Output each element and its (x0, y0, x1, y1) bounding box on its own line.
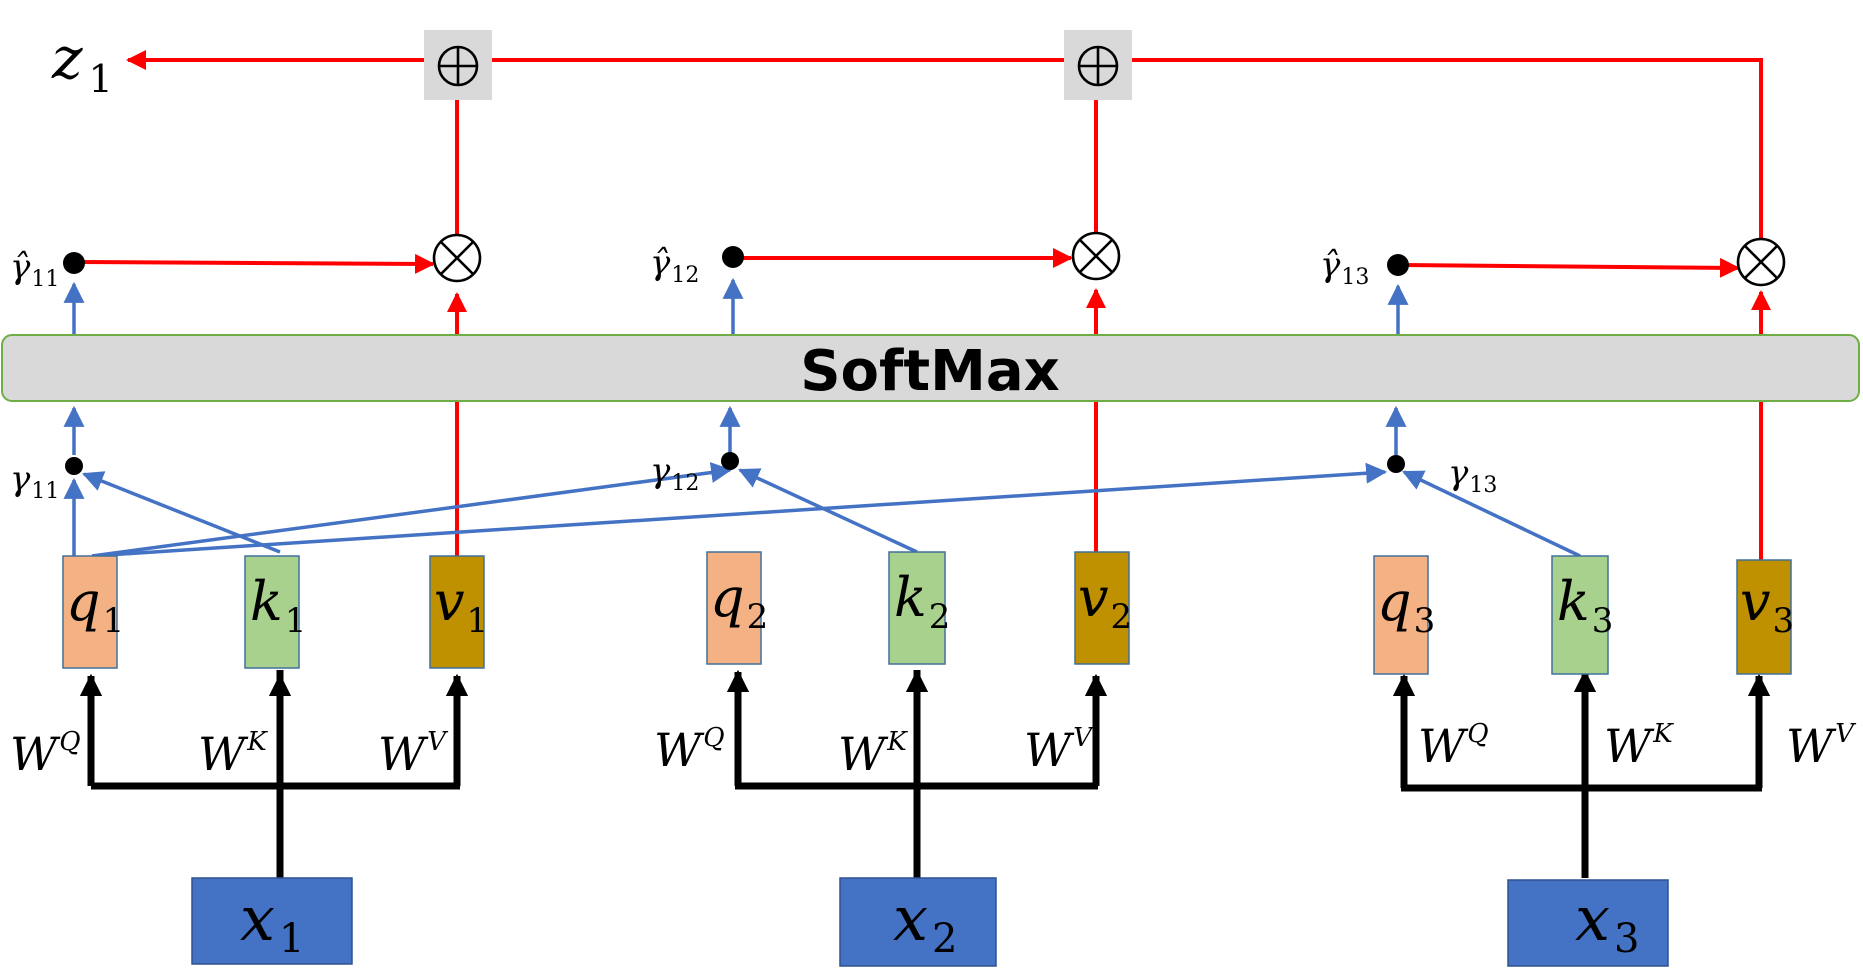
q1-to-gamma-12 (91, 462, 733, 558)
query-box-3 (1373, 555, 1429, 675)
qkv-boxes (62, 551, 1792, 675)
product-node-1 (432, 233, 482, 283)
sum-nodes (424, 30, 1132, 100)
gamma-11-node (65, 457, 83, 475)
gamma-hat-12-node (722, 246, 744, 268)
k2-to-gamma-12 (738, 468, 918, 554)
gamma-hat-13-node (1387, 254, 1409, 276)
q1-to-gamma-13 (91, 462, 1388, 558)
gamma-hat-label-12: γ̂12 (650, 243, 699, 288)
key-box-2 (888, 551, 946, 665)
wq-label-3: WQ (1418, 719, 1489, 773)
value-label-1: v1 (434, 570, 488, 641)
gamma-label-11: γ11 (10, 459, 59, 504)
wk-label-2: WK (838, 727, 908, 781)
wk-label-3: WK (1604, 719, 1674, 773)
query-box-1 (62, 555, 118, 669)
gamma-hat-13-to-product (1401, 257, 1740, 278)
gamma-label-13: γ13 (1448, 453, 1497, 498)
key-box-1 (244, 555, 300, 669)
value-label-2: v2 (1078, 566, 1132, 637)
wk-label-1: WK (198, 727, 268, 781)
value-label-3: v3 (1740, 570, 1794, 641)
query-label-2: q2 (710, 566, 768, 637)
gamma-hat-label-11: γ̂11 (10, 247, 59, 292)
product-node-2 (1071, 231, 1121, 281)
key-label-2: k2 (894, 566, 950, 637)
score-nodes (63, 246, 1409, 475)
value-box-2 (1074, 551, 1130, 665)
input-box-1 (191, 877, 353, 965)
gamma-label-12: γ12 (650, 451, 699, 496)
wv-label-3: WV (1786, 719, 1856, 773)
value-box-3 (1736, 559, 1792, 675)
input-boxes (191, 877, 1669, 967)
query-box-2 (706, 551, 762, 665)
gamma-13-node (1387, 455, 1405, 473)
key-label-1: k1 (250, 570, 306, 641)
wq-label-2: WQ (654, 723, 725, 777)
projection-lines (79, 669, 1771, 878)
gamma-hat-11-to-product (77, 253, 435, 274)
query-label-3: q3 (1377, 570, 1435, 641)
wv-label-2: WV (1024, 723, 1094, 777)
score-paths (63, 277, 1581, 558)
gamma-hat-label-13: γ̂13 (1320, 245, 1369, 290)
product-nodes (432, 231, 1786, 287)
value-paths (77, 50, 1771, 560)
k3-to-gamma-13 (1402, 470, 1581, 558)
wv-label-1: WV (378, 727, 448, 781)
query-label-1: q1 (66, 570, 124, 641)
product3-to-sum (1130, 58, 1763, 238)
value-box-1 (429, 555, 485, 669)
input-box-2 (839, 877, 997, 967)
input-box-3 (1507, 879, 1669, 967)
k1-to-gamma-11 (82, 471, 281, 554)
product-node-3 (1736, 237, 1786, 287)
softmax-bar (1, 334, 1860, 402)
softmax-label: SoftMax (800, 339, 1060, 404)
gamma-12-node (721, 452, 739, 470)
key-box-3 (1551, 555, 1609, 675)
gamma-hat-11-node (63, 252, 85, 274)
key-label-3: k3 (1557, 570, 1613, 641)
wq-label-1: WQ (10, 727, 81, 781)
